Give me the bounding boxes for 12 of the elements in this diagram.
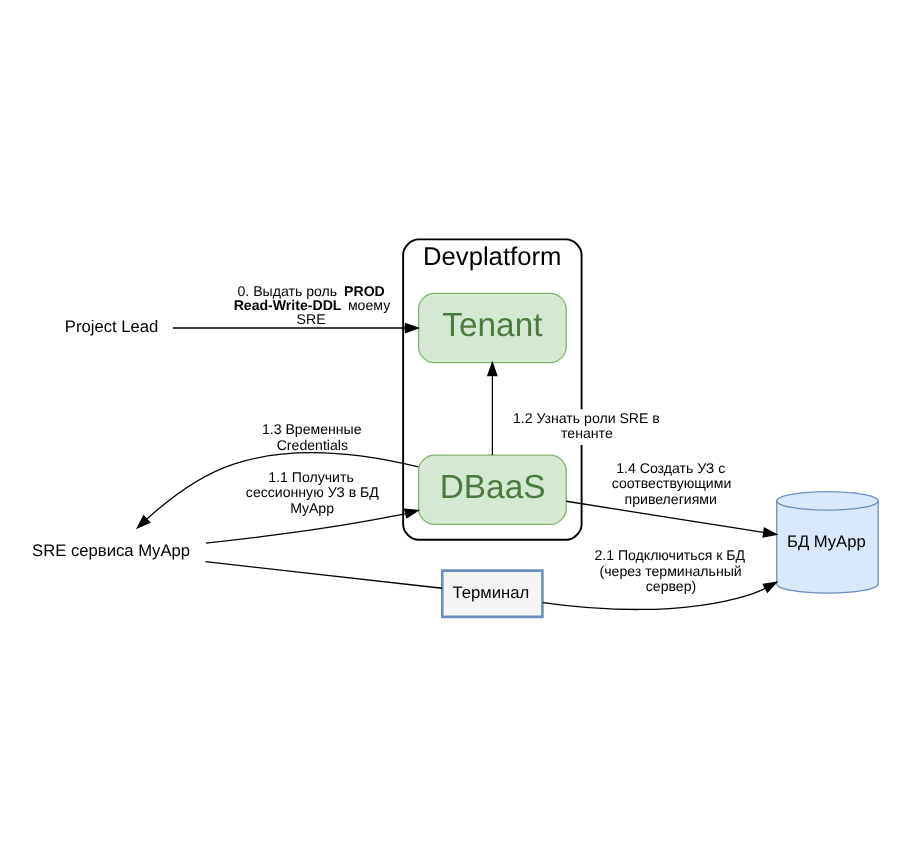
arrow: [542, 581, 779, 611]
arrow: [486, 360, 498, 456]
connector: [204, 560, 443, 589]
arrow: [135, 452, 419, 530]
node-box: Tenant: [417, 292, 567, 364]
arrow: [172, 322, 421, 334]
arrow: [205, 508, 421, 544]
node-text: Project Lead: [64, 316, 159, 337]
node-text: SRE сервиса MyApp: [32, 539, 191, 560]
node-box: Терминал: [441, 569, 544, 619]
node-box: DBaaS: [417, 454, 567, 526]
arrow: [565, 500, 779, 538]
